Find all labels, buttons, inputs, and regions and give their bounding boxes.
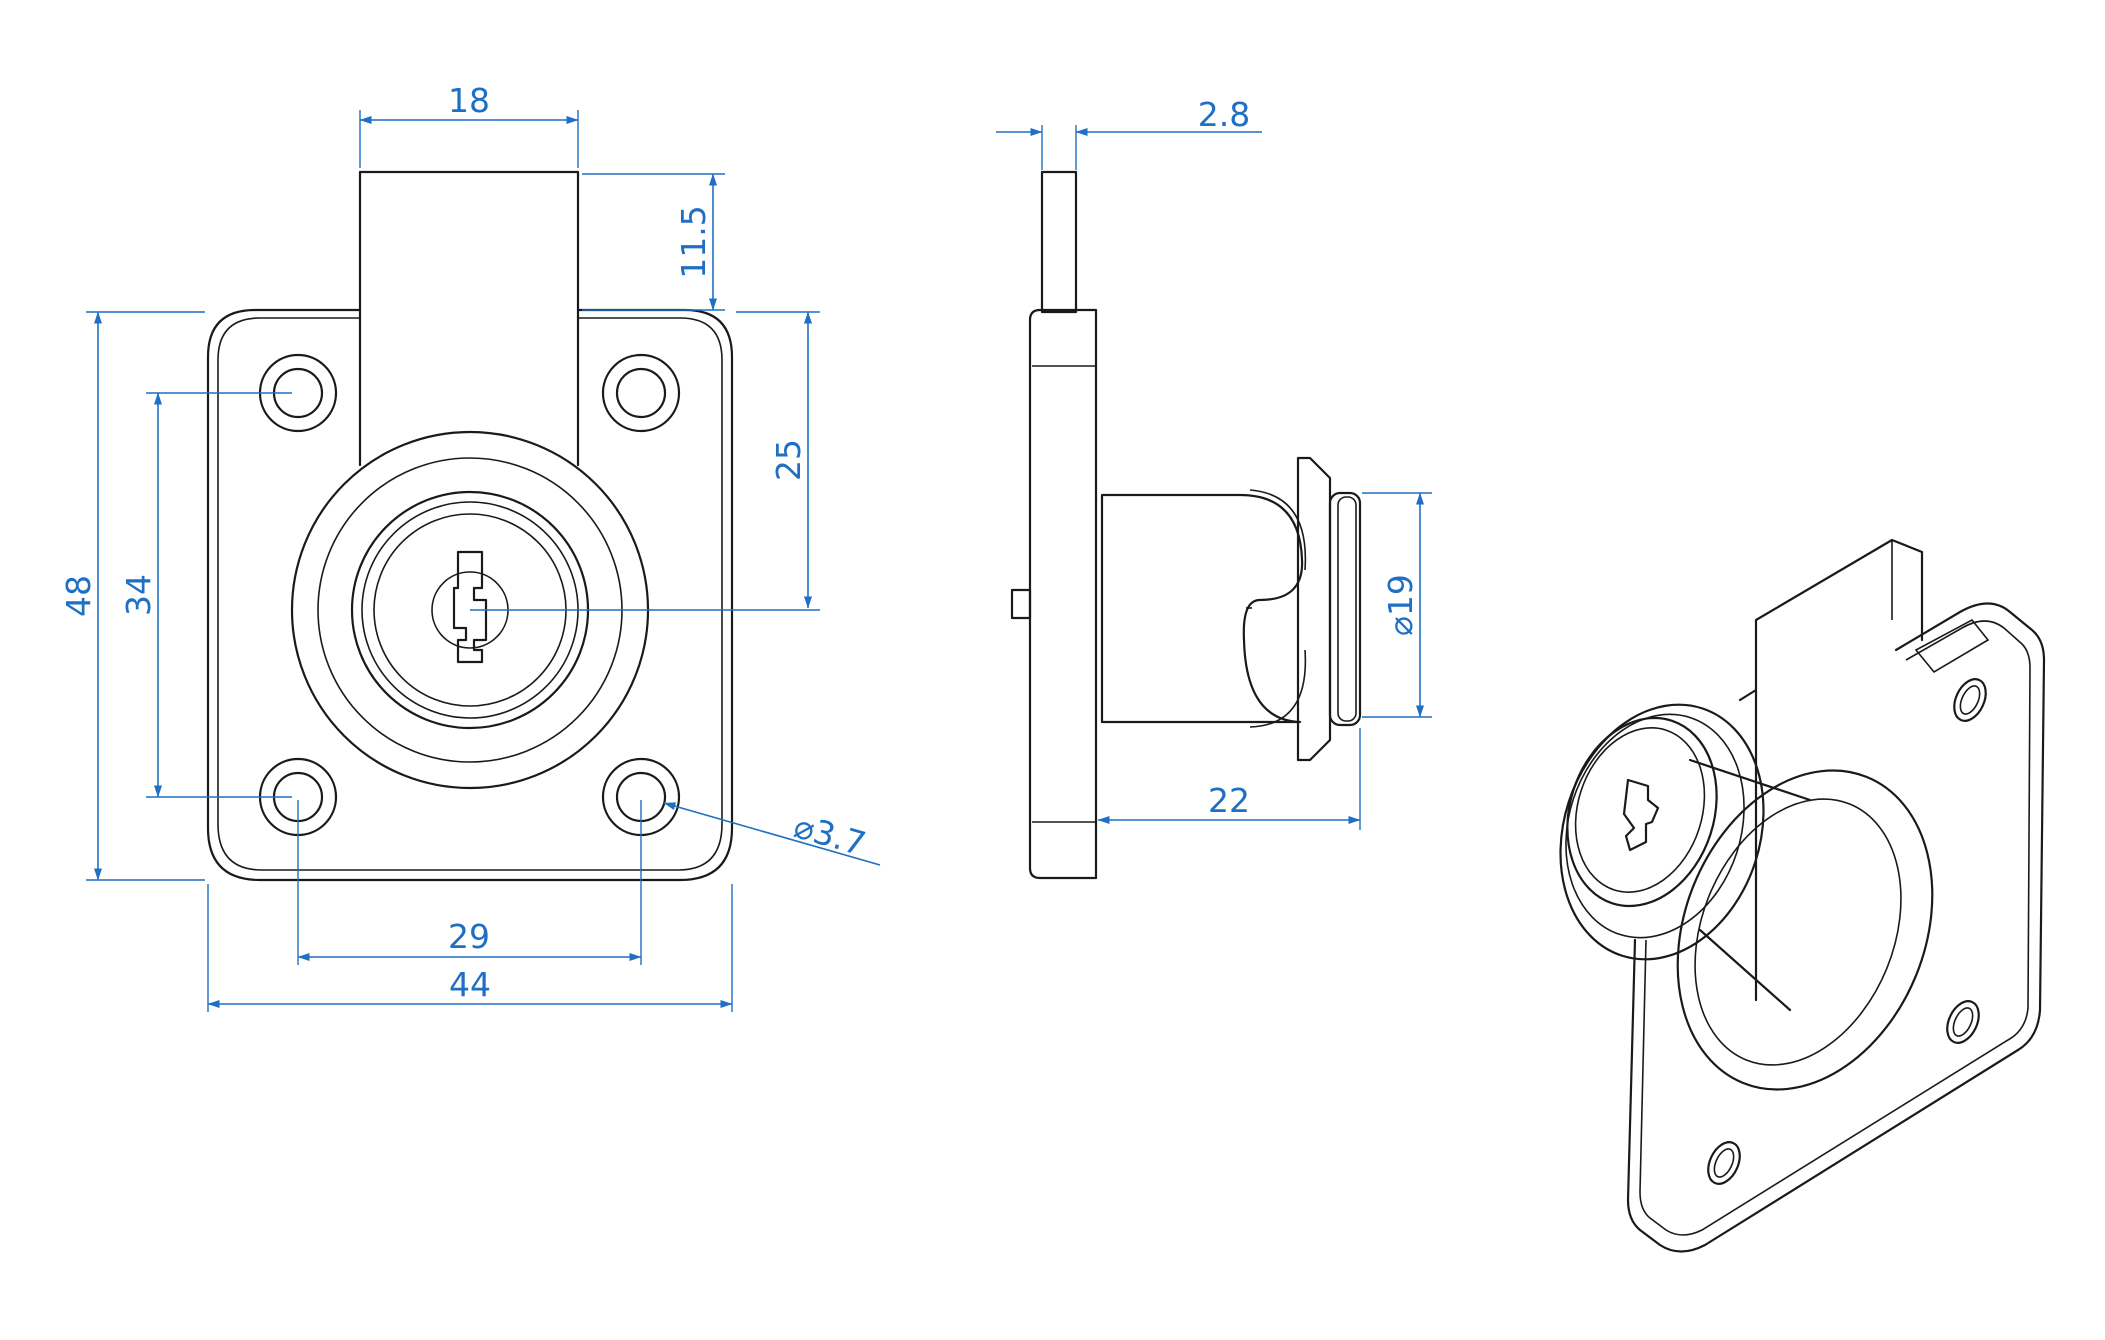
dim-tab-height: 11.5 (674, 205, 713, 278)
dim-bolt-thickness: 2.8 (1198, 95, 1250, 134)
iso-front-collar (1559, 703, 1765, 961)
front-bolt-tab (358, 170, 580, 467)
front-dimensions: 18 11.5 25 48 34 ⌀3.7 29 44 (59, 81, 881, 1012)
isometric-view (1559, 538, 2046, 1253)
dim-hole-spacing-vertical: 34 (119, 574, 158, 616)
side-bolt (1040, 170, 1078, 314)
dim-hole-spacing-horizontal: 29 (448, 917, 490, 956)
front-base-plate-inner (217, 317, 723, 871)
side-base-plate (1028, 308, 1098, 880)
side-dimensions: 2.8 ⌀19 22 (996, 95, 1432, 830)
iso-keyhole-icon (1622, 778, 1660, 852)
dim-hole-diameter: ⌀3.7 (790, 806, 870, 863)
keyhole-icon (452, 550, 488, 664)
iso-bolt-tab (1738, 538, 1924, 1002)
side-collar (1296, 456, 1332, 762)
iso-rear-ring (1676, 769, 1934, 1091)
dim-cylinder-length: 22 (1208, 781, 1250, 820)
dim-cylinder-diameter: ⌀19 (1381, 574, 1420, 636)
dim-overall-width: 44 (449, 965, 491, 1004)
front-view (206, 170, 734, 882)
iso-cylinder-body (1688, 758, 1812, 1012)
iso-mounting-holes (1707, 678, 1987, 1185)
dim-overall-height: 48 (59, 575, 98, 617)
front-mounting-holes (258, 353, 681, 837)
front-base-plate (206, 308, 734, 882)
dim-mount-to-key-center: 25 (769, 439, 808, 481)
side-front-ring (1328, 491, 1362, 727)
dim-tab-width: 18 (448, 81, 490, 120)
side-pin (1010, 588, 1032, 620)
side-view (1010, 170, 1362, 880)
iso-base-plate (1626, 602, 2046, 1253)
side-cylinder-body (1100, 493, 1304, 724)
